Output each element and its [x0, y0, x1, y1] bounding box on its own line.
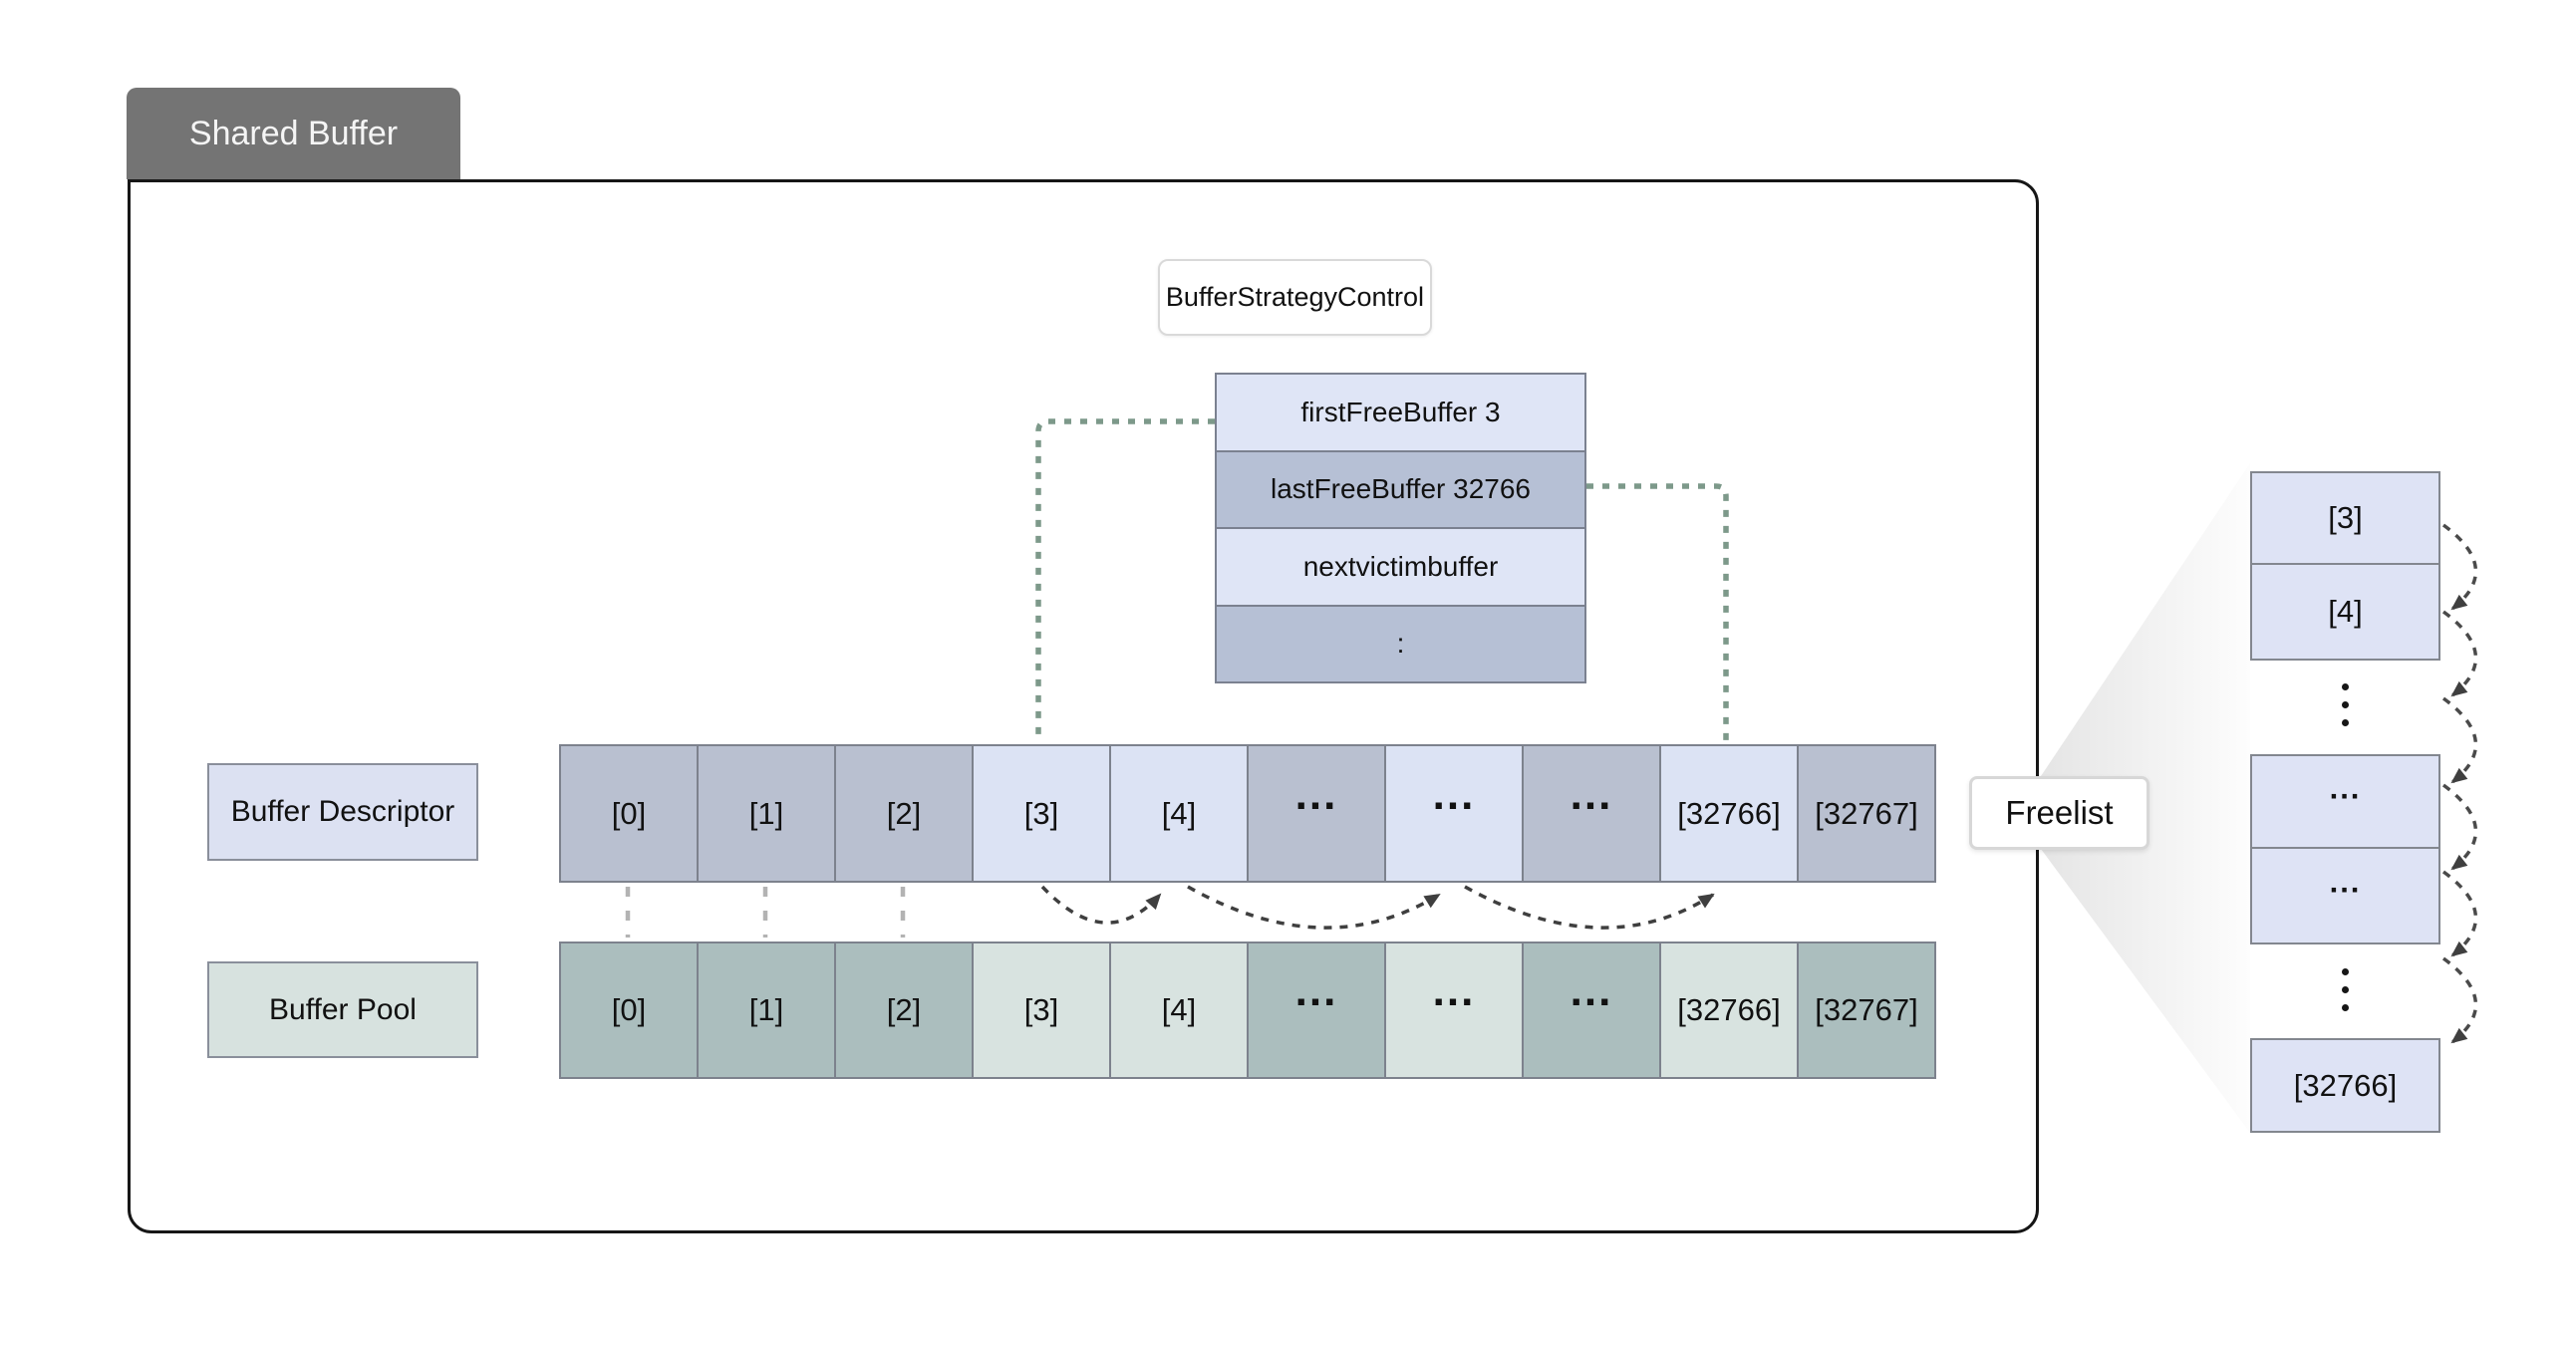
ellipsis-dots: ... — [1570, 966, 1613, 1015]
ellipsis-dots: ... — [1570, 769, 1613, 819]
cell-label: [1] — [748, 992, 784, 1027]
freelist-column-chain-arrows — [2441, 523, 2478, 1044]
freelist-label-box: Freelist — [1969, 776, 2149, 850]
buffer-strategy-control-label: BufferStrategyControl — [1165, 282, 1425, 312]
buffer-pool-array: [0] [1] [2] [3] [4] ... ... ... [32766] … — [559, 942, 1936, 1079]
cell-label: [4] — [1161, 795, 1197, 831]
descriptor-cell-ellipsis-3: ... — [1522, 744, 1661, 883]
pool-cell-ellipsis-2: ... — [1384, 942, 1524, 1079]
buffer-descriptor-array: [0] [1] [2] [3] [4] ... ... ... [32766] … — [559, 744, 1936, 883]
freelist-label: Freelist — [2005, 794, 2114, 831]
buffer-strategy-control-title: BufferStrategyControl — [1158, 259, 1432, 336]
ellipsis-dots: ... — [1294, 769, 1338, 819]
buffer-pool-label: Buffer Pool — [269, 992, 417, 1026]
ellipsis-dots: ... — [1432, 966, 1476, 1015]
ellipsis-dots: ... — [2329, 769, 2362, 805]
buffer-descriptor-label: Buffer Descriptor — [230, 795, 455, 828]
strategy-row-label: : — [1396, 628, 1405, 660]
shared-buffer-tab-label: Shared Buffer — [188, 114, 399, 152]
descriptor-cell-1: [1] — [697, 744, 836, 883]
strategy-row-next-victim-buffer: nextvictimbuffer — [1217, 527, 1584, 605]
cell-label: [3] — [1023, 795, 1059, 831]
cell-label: [2] — [886, 795, 922, 831]
pool-cell-ellipsis-1: ... — [1247, 942, 1386, 1079]
cell-label: [0] — [611, 992, 647, 1027]
strategy-row-label: firstFreeBuffer 3 — [1300, 396, 1501, 427]
buffer-pool-label-box: Buffer Pool — [207, 961, 478, 1058]
cell-label: [32766] — [1677, 992, 1781, 1027]
pool-cell-0: [0] — [559, 942, 699, 1079]
vertical-ellipsis-icon — [2250, 677, 2440, 731]
descriptor-cell-4: [4] — [1109, 744, 1249, 883]
pool-cell-ellipsis-3: ... — [1522, 942, 1661, 1079]
shared-buffer-tab: Shared Buffer — [127, 88, 460, 179]
strategy-row-ellipsis: : — [1217, 604, 1584, 681]
pool-cell-4: [4] — [1109, 942, 1249, 1079]
cell-label: [4] — [2328, 594, 2363, 629]
ellipsis-dots: ... — [2329, 864, 2362, 900]
strategy-row-label: lastFreeBuffer 32766 — [1271, 473, 1531, 505]
cell-label: [32766] — [2293, 1067, 2398, 1103]
strategy-row-label: nextvictimbuffer — [1302, 550, 1499, 582]
cell-label: [32766] — [1677, 795, 1781, 831]
freelist-item-ellipsis-1: ... — [2250, 754, 2440, 849]
descriptor-cell-3: [3] — [972, 744, 1111, 883]
descriptor-cell-0: [0] — [559, 744, 699, 883]
descriptor-cell-ellipsis-1: ... — [1247, 744, 1386, 883]
cell-label: [1] — [748, 795, 784, 831]
vertical-ellipsis-icon — [2250, 962, 2440, 1016]
descriptor-cell-32767: [32767] — [1797, 744, 1936, 883]
cell-label: [0] — [611, 795, 647, 831]
freelist-item-4: [4] — [2250, 563, 2440, 661]
pool-cell-32766: [32766] — [1659, 942, 1799, 1079]
cell-label: [2] — [886, 992, 922, 1027]
buffer-strategy-control-table: firstFreeBuffer 3 lastFreeBuffer 32766 n… — [1215, 373, 1586, 683]
ellipsis-dots: ... — [1294, 966, 1338, 1015]
pool-cell-2: [2] — [834, 942, 974, 1079]
pool-cell-3: [3] — [972, 942, 1111, 1079]
descriptor-cell-2: [2] — [834, 744, 974, 883]
freelist-item-ellipsis-2: ... — [2250, 847, 2440, 944]
strategy-row-last-free-buffer: lastFreeBuffer 32766 — [1217, 449, 1584, 527]
cell-label: [32767] — [1815, 992, 1918, 1027]
freelist-item-3: [3] — [2250, 471, 2440, 565]
cell-label: [32767] — [1815, 795, 1918, 831]
cell-label: [4] — [1161, 992, 1197, 1027]
pool-cell-32767: [32767] — [1797, 942, 1936, 1079]
buffer-descriptor-label-box: Buffer Descriptor — [207, 763, 478, 861]
cell-label: [3] — [2328, 500, 2363, 535]
descriptor-cell-ellipsis-2: ... — [1384, 744, 1524, 883]
strategy-row-first-free-buffer: firstFreeBuffer 3 — [1217, 375, 1584, 450]
ellipsis-dots: ... — [1432, 769, 1476, 819]
cell-label: [3] — [1023, 992, 1059, 1027]
pool-cell-1: [1] — [697, 942, 836, 1079]
freelist-item-32766: [32766] — [2250, 1038, 2440, 1133]
descriptor-cell-32766: [32766] — [1659, 744, 1799, 883]
